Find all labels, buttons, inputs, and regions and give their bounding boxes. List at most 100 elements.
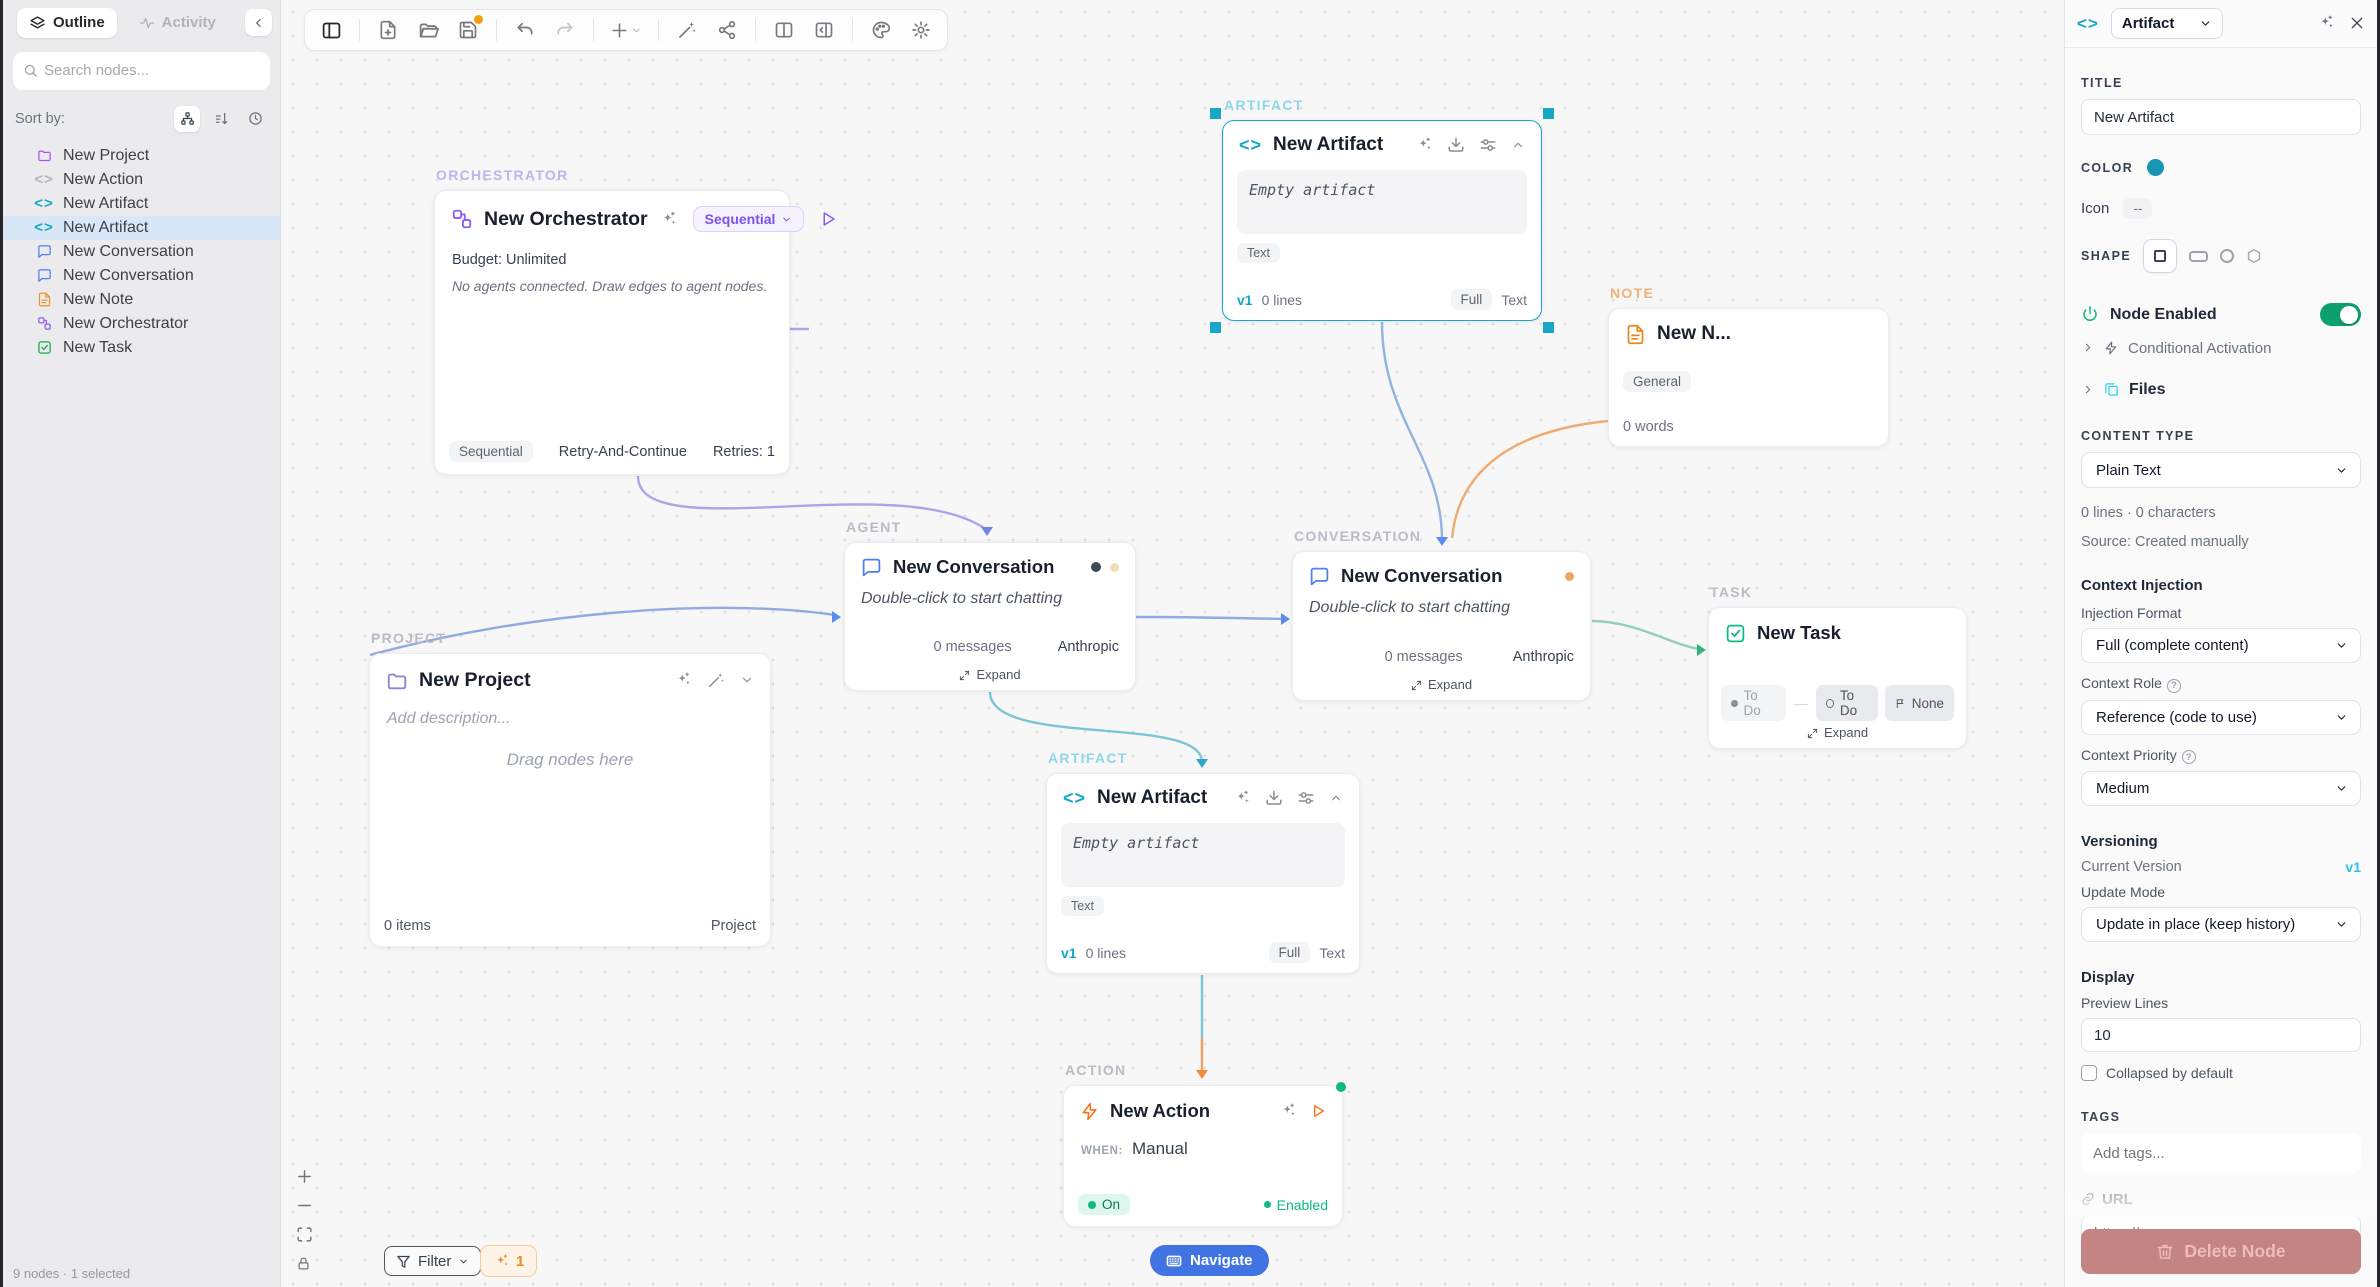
sparkles-icon[interactable] [674,671,692,689]
sparkles-icon[interactable] [2317,14,2335,32]
node-project[interactable]: PROJECT New Project Add description... D… [369,630,771,947]
todo-badge[interactable]: To Do [1816,685,1878,721]
lock-icon[interactable] [296,1255,313,1273]
view-text-toggle[interactable]: Text [1319,944,1345,961]
shape-rounded-option[interactable] [2189,250,2209,262]
info-icon[interactable]: ? [2166,678,2181,693]
node-task[interactable]: TASK New Task To Do — To Do None Expand [1708,584,1967,749]
selection-handle[interactable] [1210,322,1221,333]
split-view-icon[interactable] [772,18,796,42]
graph-canvas[interactable]: ORCHESTRATOR New Orchestrator Sequential… [281,0,2064,1287]
mode-dropdown[interactable]: Sequential [692,206,805,232]
status-dot-orange[interactable] [1565,571,1574,581]
selection-handle[interactable] [1543,108,1554,119]
preview-lines-input[interactable] [2081,1018,2361,1052]
fit-view-icon[interactable] [296,1226,313,1244]
expand-button[interactable]: Expand [1293,677,1590,692]
node-artifact-selected[interactable]: ARTIFACT <> New Artifact Empty artifact … [1210,97,1554,333]
alpha-sort-button[interactable] [208,106,234,132]
node-note[interactable]: NOTE New N... General 0 words [1608,285,1889,447]
sliders-icon[interactable] [1479,136,1497,154]
expand-button[interactable]: Expand [845,667,1135,682]
sidebar-collapse-button[interactable] [245,9,272,37]
flag-badge[interactable]: None [1884,685,1954,721]
sparkles-icon[interactable] [1233,789,1251,807]
zoom-in-icon[interactable] [296,1168,313,1186]
list-item-new-orchestrator[interactable]: New Orchestrator [3,312,280,336]
node-conversation-agent[interactable]: AGENT New Conversation Double-click to s… [844,519,1136,691]
add-node-button[interactable] [610,21,642,40]
filter-button[interactable]: Filter [384,1246,482,1276]
download-icon[interactable] [1265,789,1283,807]
sliders-icon[interactable] [1297,789,1315,807]
run-play-icon[interactable] [1310,1102,1326,1120]
settings-gear-icon[interactable] [909,18,933,42]
hierarchy-sort-button[interactable] [174,105,200,132]
content-type-select[interactable]: Plain Text [2081,452,2361,488]
new-file-icon[interactable] [376,18,400,42]
ai-suggestions-badge[interactable]: 1 [480,1245,538,1277]
conditional-activation-label[interactable]: Conditional Activation [2128,339,2272,357]
run-play-icon[interactable] [819,210,837,228]
view-full-toggle[interactable]: Full [1268,942,1311,963]
collapse-chevron-up-icon[interactable] [1511,136,1525,154]
list-item-new-artifact-2-selected[interactable]: <>New Artifact [3,215,280,240]
info-icon[interactable]: ? [2181,750,2196,764]
icon-value[interactable]: -- [2123,198,2153,219]
open-folder-icon[interactable] [416,18,440,42]
expand-button[interactable]: Expand [1709,725,1966,740]
tab-activity[interactable]: Activity [127,8,228,37]
injection-format-select[interactable]: Full (complete content) [2081,628,2361,663]
navigate-button[interactable]: Navigate [1150,1245,1269,1276]
when-value[interactable]: Manual [1131,1139,1188,1158]
status-badge[interactable]: To Do [1721,685,1787,721]
node-enabled-toggle[interactable] [2320,303,2361,326]
list-item-new-action[interactable]: <>New Action [3,168,280,192]
selection-handle[interactable] [1210,108,1221,119]
search-nodes-input[interactable] [44,62,260,80]
delete-node-button[interactable]: Delete Node [2081,1229,2361,1274]
shape-circle-option[interactable] [2220,249,2235,263]
title-input[interactable] [2081,99,2361,135]
context-priority-select[interactable]: Medium [2081,771,2361,806]
tab-outline[interactable]: Outline [17,8,117,38]
update-mode-select[interactable]: Update in place (keep history) [2081,907,2361,942]
list-item-new-conversation-1[interactable]: New Conversation [3,240,280,264]
context-role-select[interactable]: Reference (code to use) [2081,699,2361,735]
view-text-toggle[interactable]: Text [1501,291,1527,308]
time-sort-button[interactable] [242,106,268,132]
download-icon[interactable] [1447,136,1465,154]
selection-handle[interactable] [1543,322,1554,333]
node-artifact-2[interactable]: ARTIFACT <> New Artifact Empty artifact … [1046,750,1360,974]
list-item-new-note[interactable]: New Note [3,288,280,312]
sparkles-icon[interactable] [1279,1102,1297,1120]
redo-icon[interactable] [553,18,577,42]
list-item-new-conversation-2[interactable]: New Conversation [3,264,280,288]
view-full-toggle[interactable]: Full [1450,289,1493,310]
chevron-right-icon[interactable] [2081,381,2094,399]
collapse-chevron-up-icon[interactable] [1329,789,1343,807]
node-type-select[interactable]: Artifact [2110,8,2223,39]
palette-icon[interactable] [869,18,893,42]
on-badge[interactable]: On [1078,1194,1131,1215]
shape-square-option[interactable] [2143,239,2178,273]
close-icon[interactable] [2349,14,2365,32]
node-conversation-2[interactable]: CONVERSATION New Conversation Double-cli… [1292,528,1591,701]
ai-wand-icon[interactable] [675,18,699,42]
sparkles-icon[interactable] [659,210,678,229]
files-label[interactable]: Files [2129,381,2166,398]
list-item-new-project[interactable]: New Project [3,144,280,168]
tags-input[interactable] [2081,1133,2361,1173]
chevron-down-icon[interactable] [740,671,754,689]
list-item-new-artifact-1[interactable]: <>New Artifact [3,192,280,216]
zoom-out-icon[interactable] [296,1197,313,1215]
list-item-new-task[interactable]: New Task [3,336,280,360]
status-dot-light[interactable] [1110,562,1119,572]
share-icon[interactable] [715,18,739,42]
chevron-right-icon[interactable] [2081,339,2094,357]
status-dot-dark[interactable] [1091,562,1101,572]
color-swatch[interactable] [2147,159,2165,176]
shape-hexagon-option[interactable] [2246,248,2262,264]
panel-right-icon[interactable] [812,18,836,42]
node-action[interactable]: ACTION New Action WHEN: Manual On Enable… [1063,1062,1346,1227]
